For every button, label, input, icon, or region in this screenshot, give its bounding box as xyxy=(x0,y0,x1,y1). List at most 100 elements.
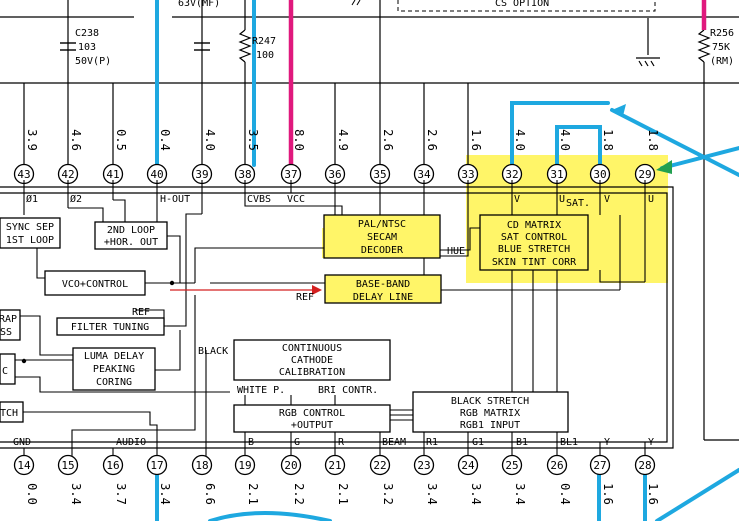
sat-label: SAT. xyxy=(566,198,590,209)
rap-line1: RAP xyxy=(0,314,17,325)
rap-box xyxy=(0,309,21,341)
rgb-control-line1: RGB CONTROL xyxy=(279,408,345,419)
top-pin-38-number: 38 xyxy=(238,168,251,181)
top-pin-wires xyxy=(23,0,739,441)
top-pin-30-number: 30 xyxy=(593,168,606,181)
top-pin-31-signal: U xyxy=(559,194,565,205)
top-pin-31-voltage: 4.0 xyxy=(558,129,572,151)
bottom-pin-17-voltage: 3.4 xyxy=(158,483,172,505)
bottom-pin-22-signal: BEAM xyxy=(382,437,406,448)
bottom-pin-26-voltage: 0.4 xyxy=(558,483,572,505)
blue-arrowhead xyxy=(612,104,626,116)
black-stretch-line2: RGB MATRIX xyxy=(460,408,520,419)
bottom-pin-22-number: 22 xyxy=(373,459,386,472)
r247-name: R247 xyxy=(252,36,276,47)
bottom-pin-23-voltage: 3.4 xyxy=(425,483,439,505)
top-pin-39-voltage: 4.0 xyxy=(203,129,217,151)
sync-sep-line1: SYNC SEP xyxy=(6,222,54,233)
bottom-pin-19-signal: B xyxy=(248,437,254,448)
ccc-line2: CATHODE xyxy=(291,355,333,366)
top-pin-36-number: 36 xyxy=(328,168,341,181)
ref-label: REF xyxy=(132,307,150,318)
top-pin-42-voltage: 4.6 xyxy=(69,129,83,151)
r256-value: 75K xyxy=(712,42,730,53)
top-pin-37-signal: VCC xyxy=(287,194,305,205)
top-pin-43-number: 43 xyxy=(17,168,30,181)
c-box xyxy=(0,353,16,385)
cd-matrix-line1: CD MATRIX xyxy=(507,220,561,231)
bottom-pin-21-number: 21 xyxy=(328,459,341,472)
c238-capacitor xyxy=(60,42,76,51)
bottom-pin-20-number: 20 xyxy=(284,459,297,472)
bottom-pin-19-voltage: 2.1 xyxy=(246,483,260,505)
bottom-pin-27-voltage: 1.6 xyxy=(601,483,615,505)
ccc-box xyxy=(233,339,391,381)
red-arrowhead xyxy=(312,285,322,295)
bottom-pin-16-number: 16 xyxy=(106,459,119,472)
pal-ntsc-line2: SECAM xyxy=(367,232,397,243)
bottom-pin-26-signal: BL1 xyxy=(560,437,578,448)
ground-symbol xyxy=(636,18,660,67)
bottom-pin-14-signal: GND xyxy=(13,437,31,448)
ccc-line3: CALIBRATION xyxy=(279,367,345,378)
top-pin-31-number: 31 xyxy=(550,168,563,181)
rgb-control-line2: +OUTPUT xyxy=(291,420,333,431)
bottom-pin-25-number: 25 xyxy=(505,459,518,472)
top-pin-35-number: 35 xyxy=(373,168,386,181)
cap-top-label: 63V(MF) xyxy=(178,0,220,9)
r256-name: R256 xyxy=(710,28,734,39)
block-boxes xyxy=(0,214,589,433)
top-pin-33-number: 33 xyxy=(461,168,474,181)
cd-matrix-line3: BLUE STRETCH xyxy=(498,244,570,255)
top-pin-42-number: 42 xyxy=(61,168,74,181)
bottom-pin-27-signal: Y xyxy=(604,437,610,448)
bottom-pin-18-voltage: 6.6 xyxy=(203,483,217,505)
vco-box xyxy=(44,270,146,296)
black-stretch-line1: BLACK STRETCH xyxy=(451,396,529,407)
bottom-pin-28-signal: Y xyxy=(648,437,654,448)
bottom-pin-20-voltage: 2.2 xyxy=(292,483,306,505)
cs-option-label: CS OPTION xyxy=(495,0,549,9)
black-label: BLACK xyxy=(198,346,228,357)
bottom-pin-21-signal: R xyxy=(338,437,345,448)
bottom-pin-21-voltage: 2.1 xyxy=(336,483,350,505)
sync-sep-line2: 1ST LOOP xyxy=(6,235,54,246)
bottom-pin-15-voltage: 3.4 xyxy=(69,483,83,505)
top-pin-43-signal: Ø1 xyxy=(26,193,38,205)
pal-ntsc-line3: DECODER xyxy=(361,245,404,256)
top-hash-marks xyxy=(351,0,361,6)
top-pin-30-signal: V xyxy=(604,194,610,205)
bottom-pin-row: 140.0GND153.4163.7AUDIO173.4186.6192.1B2… xyxy=(13,437,660,505)
block-texts: SYNC SEP 1ST LOOP 2ND LOOP +HOR. OUT VCO… xyxy=(0,219,577,431)
bottom-pin-25-voltage: 3.4 xyxy=(513,483,527,505)
top-pin-34-number: 34 xyxy=(417,168,431,181)
bottom-pin-14-voltage: 0.0 xyxy=(25,483,39,505)
top-rails xyxy=(0,16,739,84)
bottom-pin-14-number: 14 xyxy=(17,459,31,472)
bottom-pin-23-number: 23 xyxy=(417,459,430,472)
bottom-pin-28-number: 28 xyxy=(638,459,651,472)
bottom-pin-28-voltage: 1.6 xyxy=(646,483,660,505)
vco-label: VCO+CONTROL xyxy=(62,279,128,290)
top-pin-36-voltage: 4.9 xyxy=(336,129,350,151)
pal-ntsc-box xyxy=(323,214,441,259)
cd-matrix-box xyxy=(479,214,589,271)
bottom-pin-16-voltage: 3.7 xyxy=(114,483,128,505)
base-band-line2: DELAY LINE xyxy=(353,292,413,303)
filter-tuning-label: FILTER TUNING xyxy=(71,322,149,333)
bottom-pin-17-number: 17 xyxy=(150,459,163,472)
ref2-label: REF xyxy=(296,292,314,303)
hue-label: HUE xyxy=(447,246,465,257)
cd-matrix-line4: SKIN TINT CORR xyxy=(492,257,577,268)
filter-tuning-box xyxy=(56,317,165,336)
ccc-line1: CONTINUOUS xyxy=(282,343,342,354)
top-pin-29-voltage: 1.8 xyxy=(646,129,660,151)
top-pin-39-number: 39 xyxy=(195,168,208,181)
second-loop-box xyxy=(94,221,168,250)
luma-delay-line2: PEAKING xyxy=(93,364,135,375)
tch-label: TCH xyxy=(0,408,18,419)
top-pin-row: 433.9Ø1424.6Ø2410.5400.4H-OUT394.0383.5C… xyxy=(13,129,660,205)
bottom-pin-26-number: 26 xyxy=(550,459,563,472)
top-pin-29-signal: U xyxy=(648,194,654,205)
green-arrowhead xyxy=(656,160,672,174)
